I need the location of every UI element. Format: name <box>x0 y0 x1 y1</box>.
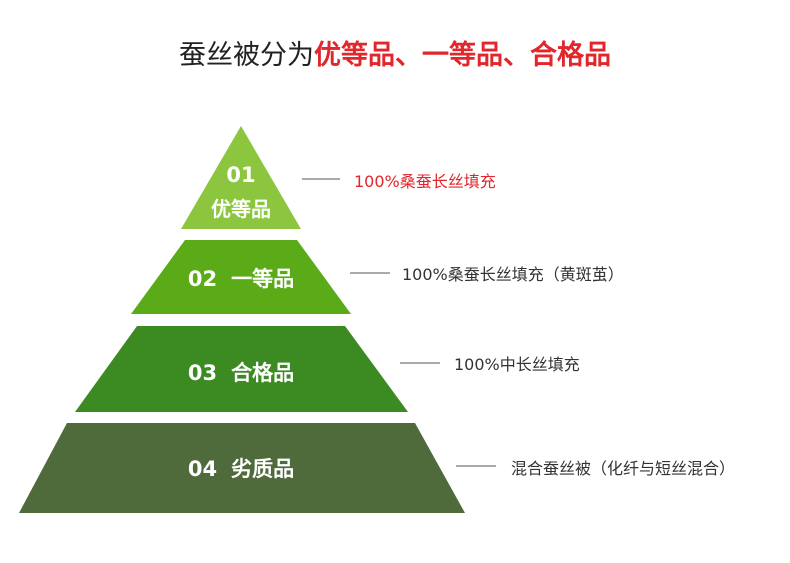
title-highlight: 优等品、一等品、合格品 <box>314 40 611 71</box>
tier-01-name: 优等品 <box>211 197 271 221</box>
tier-02-number: 02 <box>188 267 217 291</box>
tier-03-label: 03 合格品 <box>188 361 294 385</box>
tier-02-label: 02 一等品 <box>188 267 294 291</box>
tier-04-name: 劣质品 <box>231 457 294 481</box>
tier-01: 01 优等品 100%桑蚕长丝填充 <box>181 126 496 229</box>
tier-04: 04 劣质品 混合蚕丝被（化纤与短丝混合） <box>19 423 735 513</box>
title-prefix: 蚕丝被分为 <box>179 40 314 71</box>
tier-03-shape <box>75 326 408 412</box>
tier-02-name: 一等品 <box>231 267 294 291</box>
tier-02-shape <box>131 240 351 314</box>
tier-01-shape <box>181 126 301 229</box>
tier-03: 03 合格品 100%中长丝填充 <box>75 326 580 412</box>
tier-04-number: 04 <box>188 457 217 481</box>
tier-03-name: 合格品 <box>231 361 294 385</box>
tier-03-number: 03 <box>188 361 217 385</box>
page-title: 蚕丝被分为优等品、一等品、合格品 <box>0 36 790 76</box>
tier-02: 02 一等品 100%桑蚕长丝填充（黄斑茧） <box>131 240 624 314</box>
tier-04-description: 混合蚕丝被（化纤与短丝混合） <box>511 459 735 478</box>
tier-01-description: 100%桑蚕长丝填充 <box>354 172 496 191</box>
tier-04-shape <box>19 423 465 513</box>
tier-02-description: 100%桑蚕长丝填充（黄斑茧） <box>402 265 624 284</box>
tier-03-description: 100%中长丝填充 <box>454 355 580 374</box>
tier-04-label: 04 劣质品 <box>188 457 294 481</box>
tier-01-number: 01 <box>226 163 255 187</box>
